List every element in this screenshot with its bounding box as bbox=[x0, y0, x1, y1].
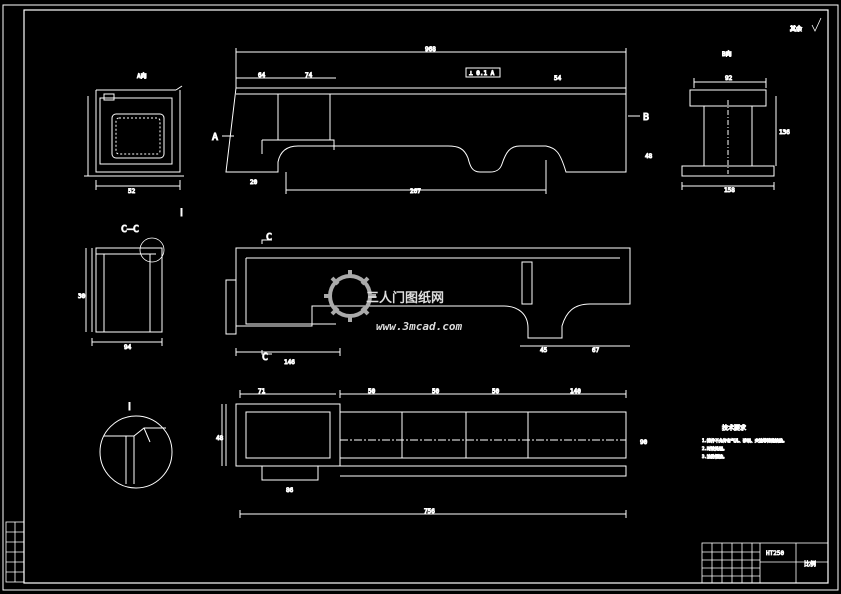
scale-label: 比例 bbox=[804, 560, 816, 568]
svg-text:C–C: C–C bbox=[121, 224, 139, 235]
svg-text:158: 158 bbox=[724, 187, 735, 194]
svg-text:136: 136 bbox=[779, 129, 790, 136]
svg-text:Ⅰ: Ⅰ bbox=[180, 208, 183, 219]
svg-text:48: 48 bbox=[645, 153, 653, 160]
svg-text:A向: A向 bbox=[137, 72, 147, 80]
watermark-url: www.3mcad.com bbox=[376, 320, 462, 333]
bottom-view: 71 50 50 50 140 86 48 90 756 bbox=[216, 388, 648, 518]
detail-i: Ⅰ bbox=[99, 402, 173, 489]
svg-text:968: 968 bbox=[425, 46, 436, 53]
svg-text:B: B bbox=[643, 112, 649, 123]
svg-text:267: 267 bbox=[410, 188, 421, 195]
notes-line-2: 2.时效处理。 bbox=[702, 445, 727, 451]
svg-text:64: 64 bbox=[258, 72, 266, 79]
svg-text:C: C bbox=[266, 232, 272, 243]
svg-text:94: 94 bbox=[124, 344, 132, 351]
inner-frame bbox=[23, 9, 829, 584]
part-code: HT250 bbox=[766, 550, 784, 557]
view-b: B向 92 158 136 bbox=[681, 50, 791, 195]
roughness-symbol bbox=[811, 17, 822, 32]
svg-text:67: 67 bbox=[592, 347, 600, 354]
svg-text:48: 48 bbox=[216, 435, 224, 442]
watermark: 三人门图纸网 www.3mcad.com bbox=[324, 270, 462, 333]
svg-text:74: 74 bbox=[305, 72, 313, 79]
svg-text:50: 50 bbox=[492, 388, 500, 395]
outer-frame bbox=[2, 4, 839, 591]
svg-text:92: 92 bbox=[725, 75, 733, 82]
roughness-note: 其余 bbox=[790, 25, 802, 33]
svg-text:30: 30 bbox=[78, 293, 86, 300]
notes-line-3: 3.涂防锈漆。 bbox=[702, 453, 727, 459]
gear-icon bbox=[324, 270, 376, 322]
revision-strip bbox=[5, 521, 25, 583]
watermark-cn: 三人门图纸网 bbox=[366, 290, 444, 306]
svg-text:⊥ 0.1 A: ⊥ 0.1 A bbox=[469, 70, 495, 77]
svg-text:C: C bbox=[262, 352, 268, 363]
svg-text:45: 45 bbox=[540, 347, 548, 354]
svg-text:50: 50 bbox=[368, 388, 376, 395]
middle-section-view: C C 146 45 67 bbox=[225, 232, 631, 367]
svg-text:71: 71 bbox=[258, 388, 266, 395]
svg-text:B向: B向 bbox=[722, 50, 732, 58]
svg-text:54: 54 bbox=[554, 75, 562, 82]
front-view: 968 64 74 54 ⊥ 0.1 A A B 267 20 48 bbox=[212, 46, 654, 196]
svg-text:Ⅰ: Ⅰ bbox=[128, 402, 131, 413]
svg-text:140: 140 bbox=[570, 388, 581, 395]
svg-text:90: 90 bbox=[640, 439, 648, 446]
svg-text:756: 756 bbox=[424, 508, 435, 515]
svg-text:A: A bbox=[212, 132, 218, 143]
notes-title: 技术要求 bbox=[722, 424, 746, 432]
svg-text:50: 50 bbox=[432, 388, 440, 395]
title-block: HT250 比例 bbox=[701, 542, 829, 584]
technical-notes: 技术要求 1.铸件不允许有气孔、砂眼、夹渣等铸造缺陷。 2.时效处理。 3.涂防… bbox=[702, 424, 788, 460]
svg-text:52: 52 bbox=[128, 188, 136, 195]
svg-text:146: 146 bbox=[284, 359, 295, 366]
svg-text:86: 86 bbox=[286, 487, 294, 494]
notes-line-1: 1.铸件不允许有气孔、砂眼、夹渣等铸造缺陷。 bbox=[702, 437, 787, 443]
section-cc: C–C Ⅰ 94 30 bbox=[78, 208, 184, 352]
svg-text:20: 20 bbox=[250, 179, 258, 186]
view-a: A向 52 bbox=[84, 72, 184, 196]
